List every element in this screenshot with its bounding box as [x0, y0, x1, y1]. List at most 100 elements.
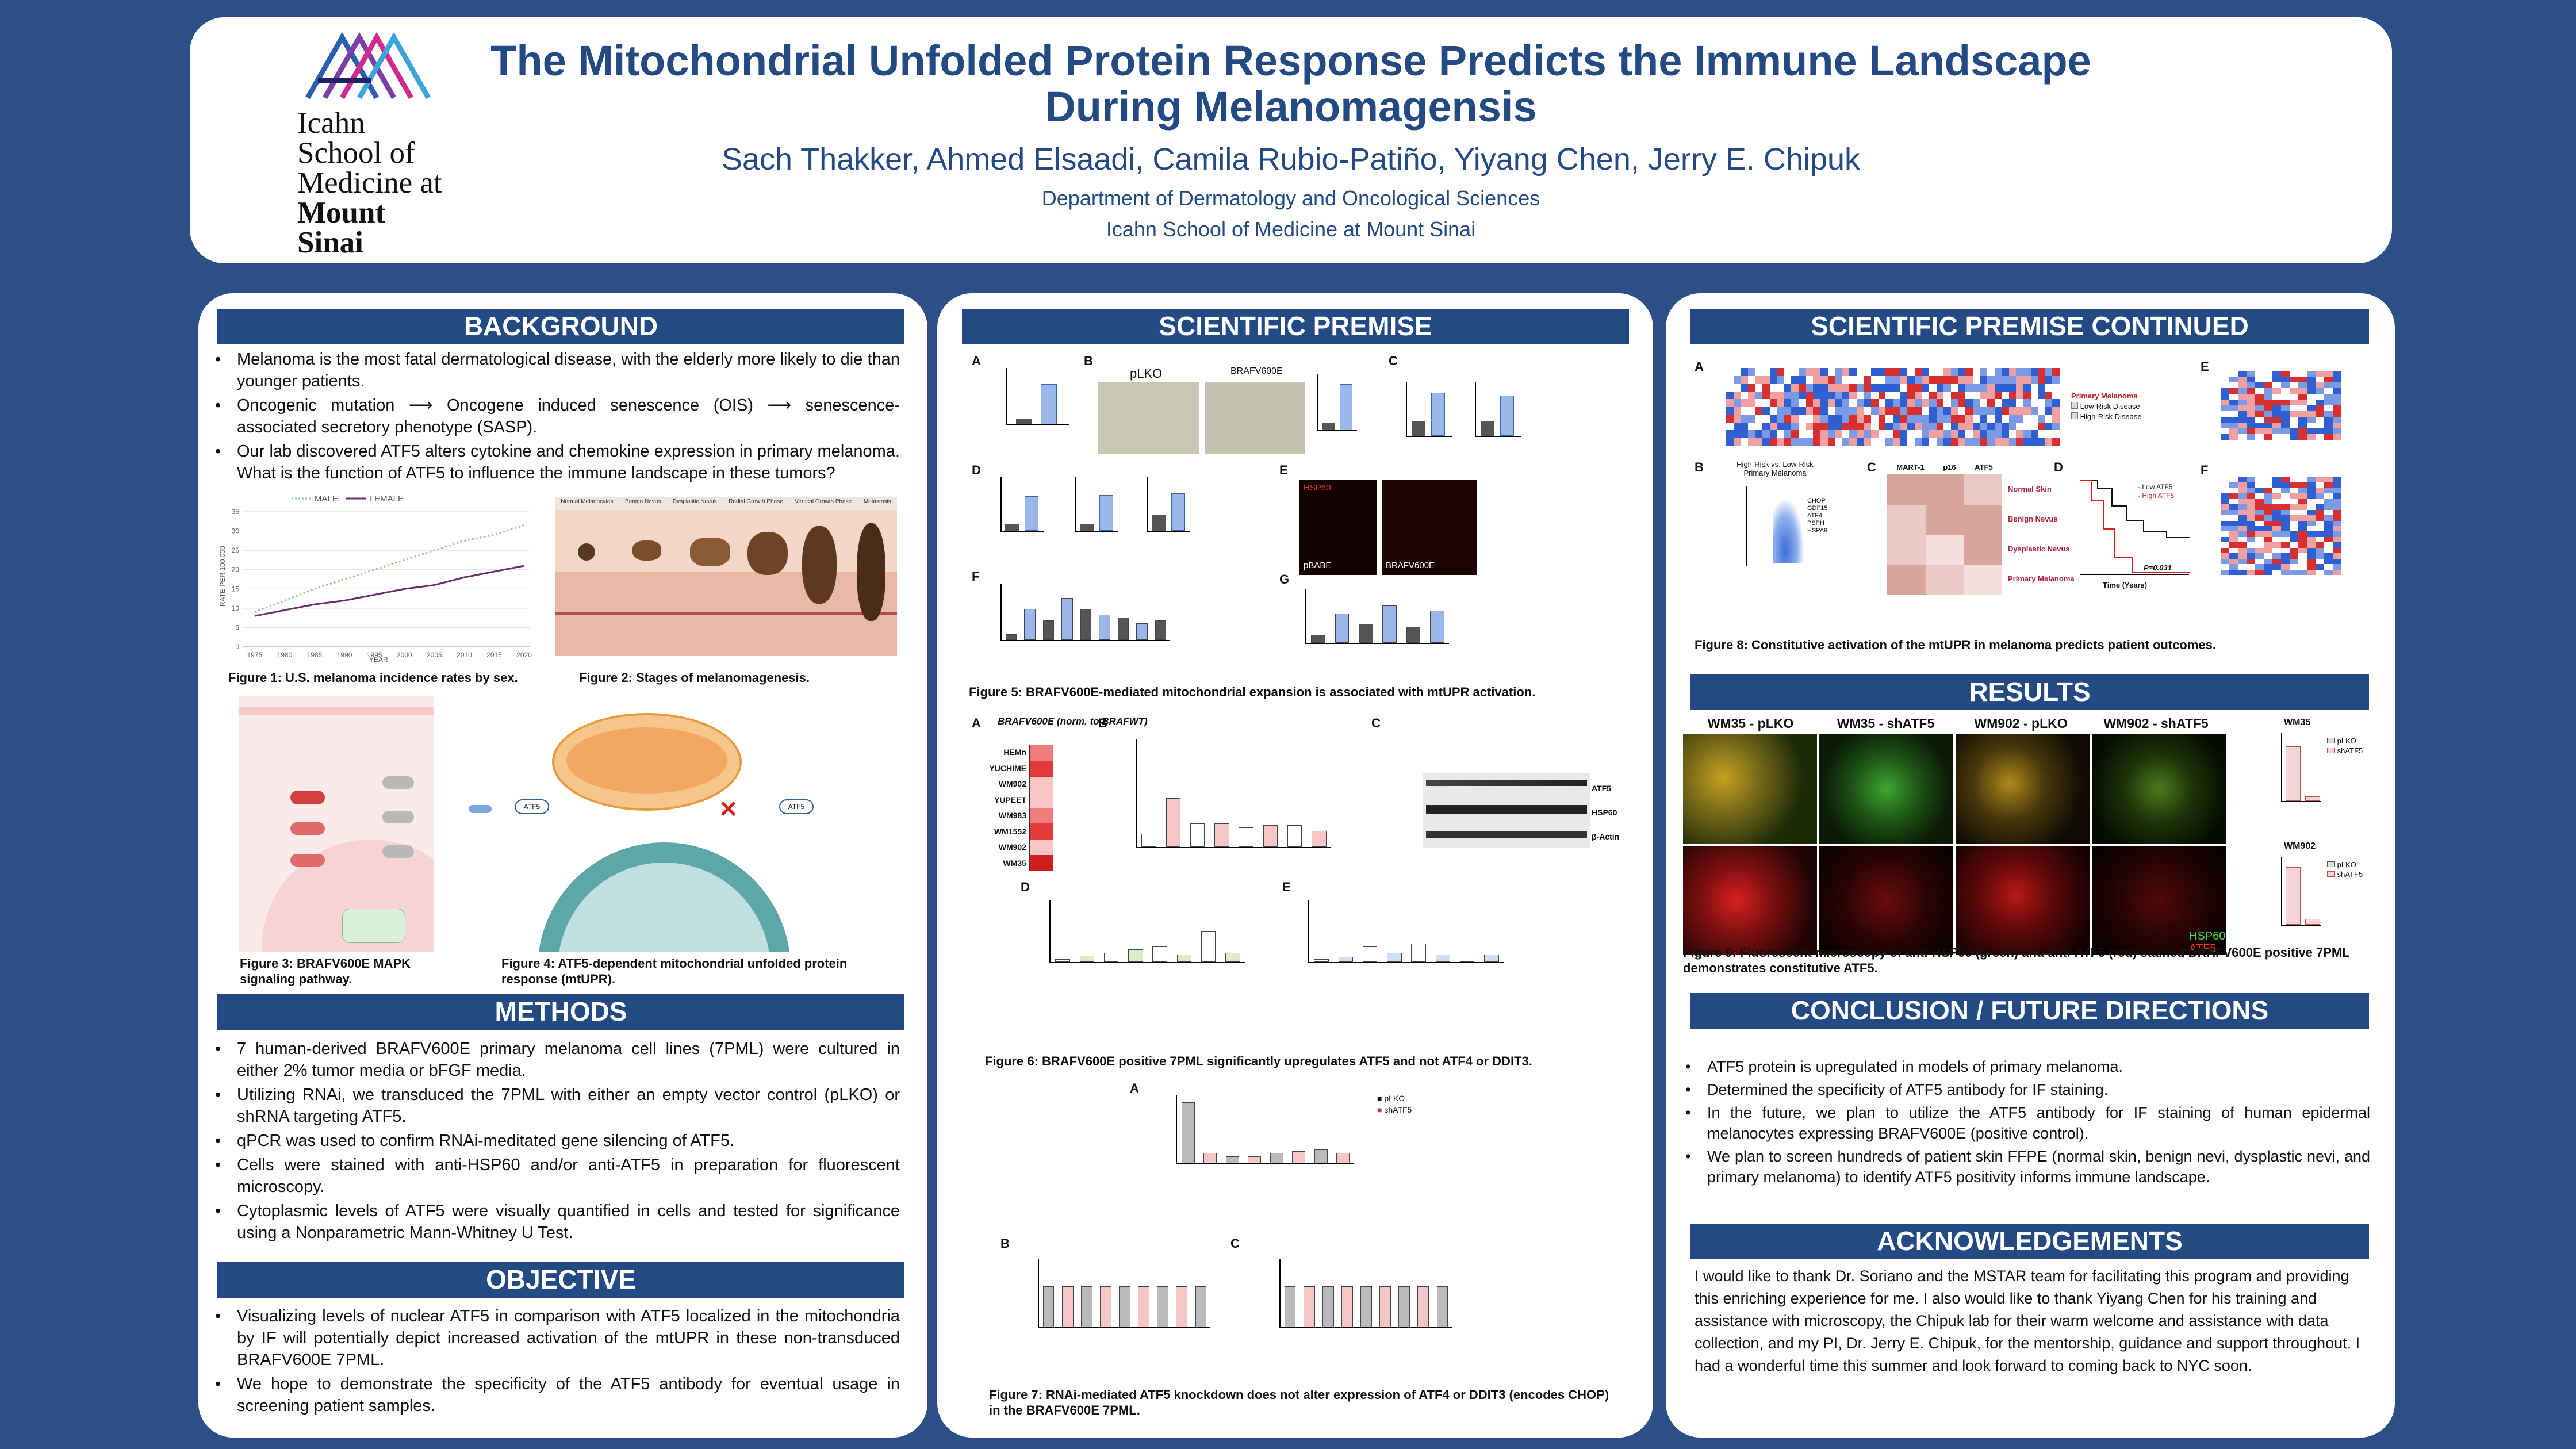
heat-cell	[1907, 407, 1915, 415]
heat-cell	[2281, 382, 2290, 388]
bar	[1141, 834, 1156, 847]
heat-cell	[1987, 422, 1995, 430]
heat-cell	[1777, 422, 1784, 430]
heat-cell	[2052, 399, 2060, 407]
heat-cell	[2298, 536, 2307, 543]
heat-cell	[1980, 384, 1987, 392]
heat-cell	[2281, 542, 2290, 548]
heat-cell	[1878, 407, 1886, 415]
bar	[1338, 957, 1354, 962]
heat-cell	[2333, 520, 2341, 526]
heat-cell	[1856, 368, 1864, 376]
heat-cell	[1726, 399, 1734, 407]
heat-cell	[2307, 515, 2316, 521]
heat-cell	[2038, 407, 2045, 415]
heat-cell	[2247, 536, 2255, 543]
heat-cell	[1762, 399, 1770, 407]
heat-cell	[2307, 477, 2316, 483]
heat-cell	[1864, 415, 1872, 423]
heat-cell	[2316, 388, 2324, 394]
bar	[1024, 609, 1036, 640]
heat-cell	[2316, 499, 2324, 505]
heat-cell	[1791, 422, 1799, 430]
heat-cell	[1747, 415, 1755, 423]
bar	[1055, 959, 1070, 962]
heat-cell	[2045, 438, 2053, 446]
heat-cell	[2333, 477, 2341, 483]
heat-cell	[1030, 854, 1053, 871]
fig7-bar-b	[1038, 1259, 1210, 1328]
bar	[1136, 623, 1148, 640]
fig4-mtupr-diagram: ATF5 ATF5 ✕	[457, 696, 883, 952]
heat-cell	[2008, 391, 2017, 399]
heat-cell	[2023, 384, 2031, 392]
heat-cell	[1972, 438, 1980, 446]
heat-cell	[2316, 371, 2324, 377]
fig5-fluor-braf	[1382, 480, 1477, 575]
heat-cell	[1943, 375, 1951, 384]
heat-cell	[2221, 520, 2229, 526]
heat-cell	[2316, 536, 2324, 543]
heat-cell	[1784, 438, 1792, 446]
heat-cell	[2030, 430, 2038, 438]
heat-cell	[1980, 375, 1987, 384]
heat-cell	[2264, 423, 2272, 428]
heat-cell	[1813, 375, 1820, 384]
heat-cell	[2255, 569, 2264, 575]
heat-cell	[2290, 542, 2298, 548]
heat-cell	[1887, 565, 1926, 595]
heat-cell	[1755, 368, 1763, 376]
heat-cell	[1900, 391, 1908, 399]
heat-cell	[1958, 375, 1966, 384]
bar	[1099, 614, 1110, 640]
heat-cell	[1762, 375, 1770, 384]
heat-cell	[1929, 375, 1937, 384]
heat-cell	[1994, 438, 2002, 446]
heat-cell	[2264, 477, 2272, 483]
heat-cell	[1791, 384, 1799, 392]
heat-cell	[1965, 368, 1973, 376]
heat-cell	[2023, 368, 2031, 376]
heat-cell	[2307, 564, 2316, 570]
heat-cell	[2247, 377, 2255, 382]
heat-cell	[1762, 384, 1770, 392]
heat-cell	[2229, 547, 2238, 554]
heat-cell	[1842, 384, 1850, 392]
heat-cell	[2238, 531, 2247, 537]
heat-cell	[1835, 407, 1842, 415]
heat-cell	[2002, 368, 2009, 376]
bar	[1061, 597, 1073, 640]
heat-cell	[1791, 407, 1799, 415]
heat-cell	[1747, 375, 1755, 384]
heat-cell	[2316, 400, 2324, 405]
heat-cell	[1791, 399, 1799, 407]
heat-cell	[1893, 407, 1900, 415]
bar	[1435, 954, 1451, 962]
heat-cell	[1726, 430, 1734, 438]
heat-cell	[2255, 423, 2264, 428]
heat-cell	[2221, 547, 2229, 554]
melanocyte-icon	[578, 543, 595, 561]
heat-cell	[2255, 564, 2264, 570]
heat-cell	[1835, 368, 1842, 376]
heat-cell	[1747, 407, 1755, 415]
poster-title-line-2: During Melanomagensis	[1045, 83, 1537, 131]
heat-cell	[2255, 542, 2264, 548]
heat-cell	[1943, 407, 1951, 415]
heat-cell	[2298, 499, 2307, 505]
heat-cell	[2333, 394, 2341, 400]
heat-cell	[2290, 405, 2298, 411]
heat-cell	[1755, 407, 1763, 415]
methods-bullet: qPCR was used to confirm RNAi-meditated …	[213, 1130, 900, 1152]
fig8-km-xlabel: Time (Years)	[2103, 581, 2148, 589]
heat-cell	[1900, 438, 1908, 446]
heat-cell	[2333, 417, 2341, 423]
heat-cell	[2298, 547, 2307, 554]
heat-cell	[2255, 434, 2264, 440]
heat-cell	[1887, 535, 1926, 565]
heat-cell	[2238, 542, 2247, 548]
bar	[1099, 1286, 1111, 1327]
heat-cell	[2238, 558, 2247, 565]
heat-cell	[2238, 405, 2247, 411]
heat-cell	[2307, 542, 2316, 548]
